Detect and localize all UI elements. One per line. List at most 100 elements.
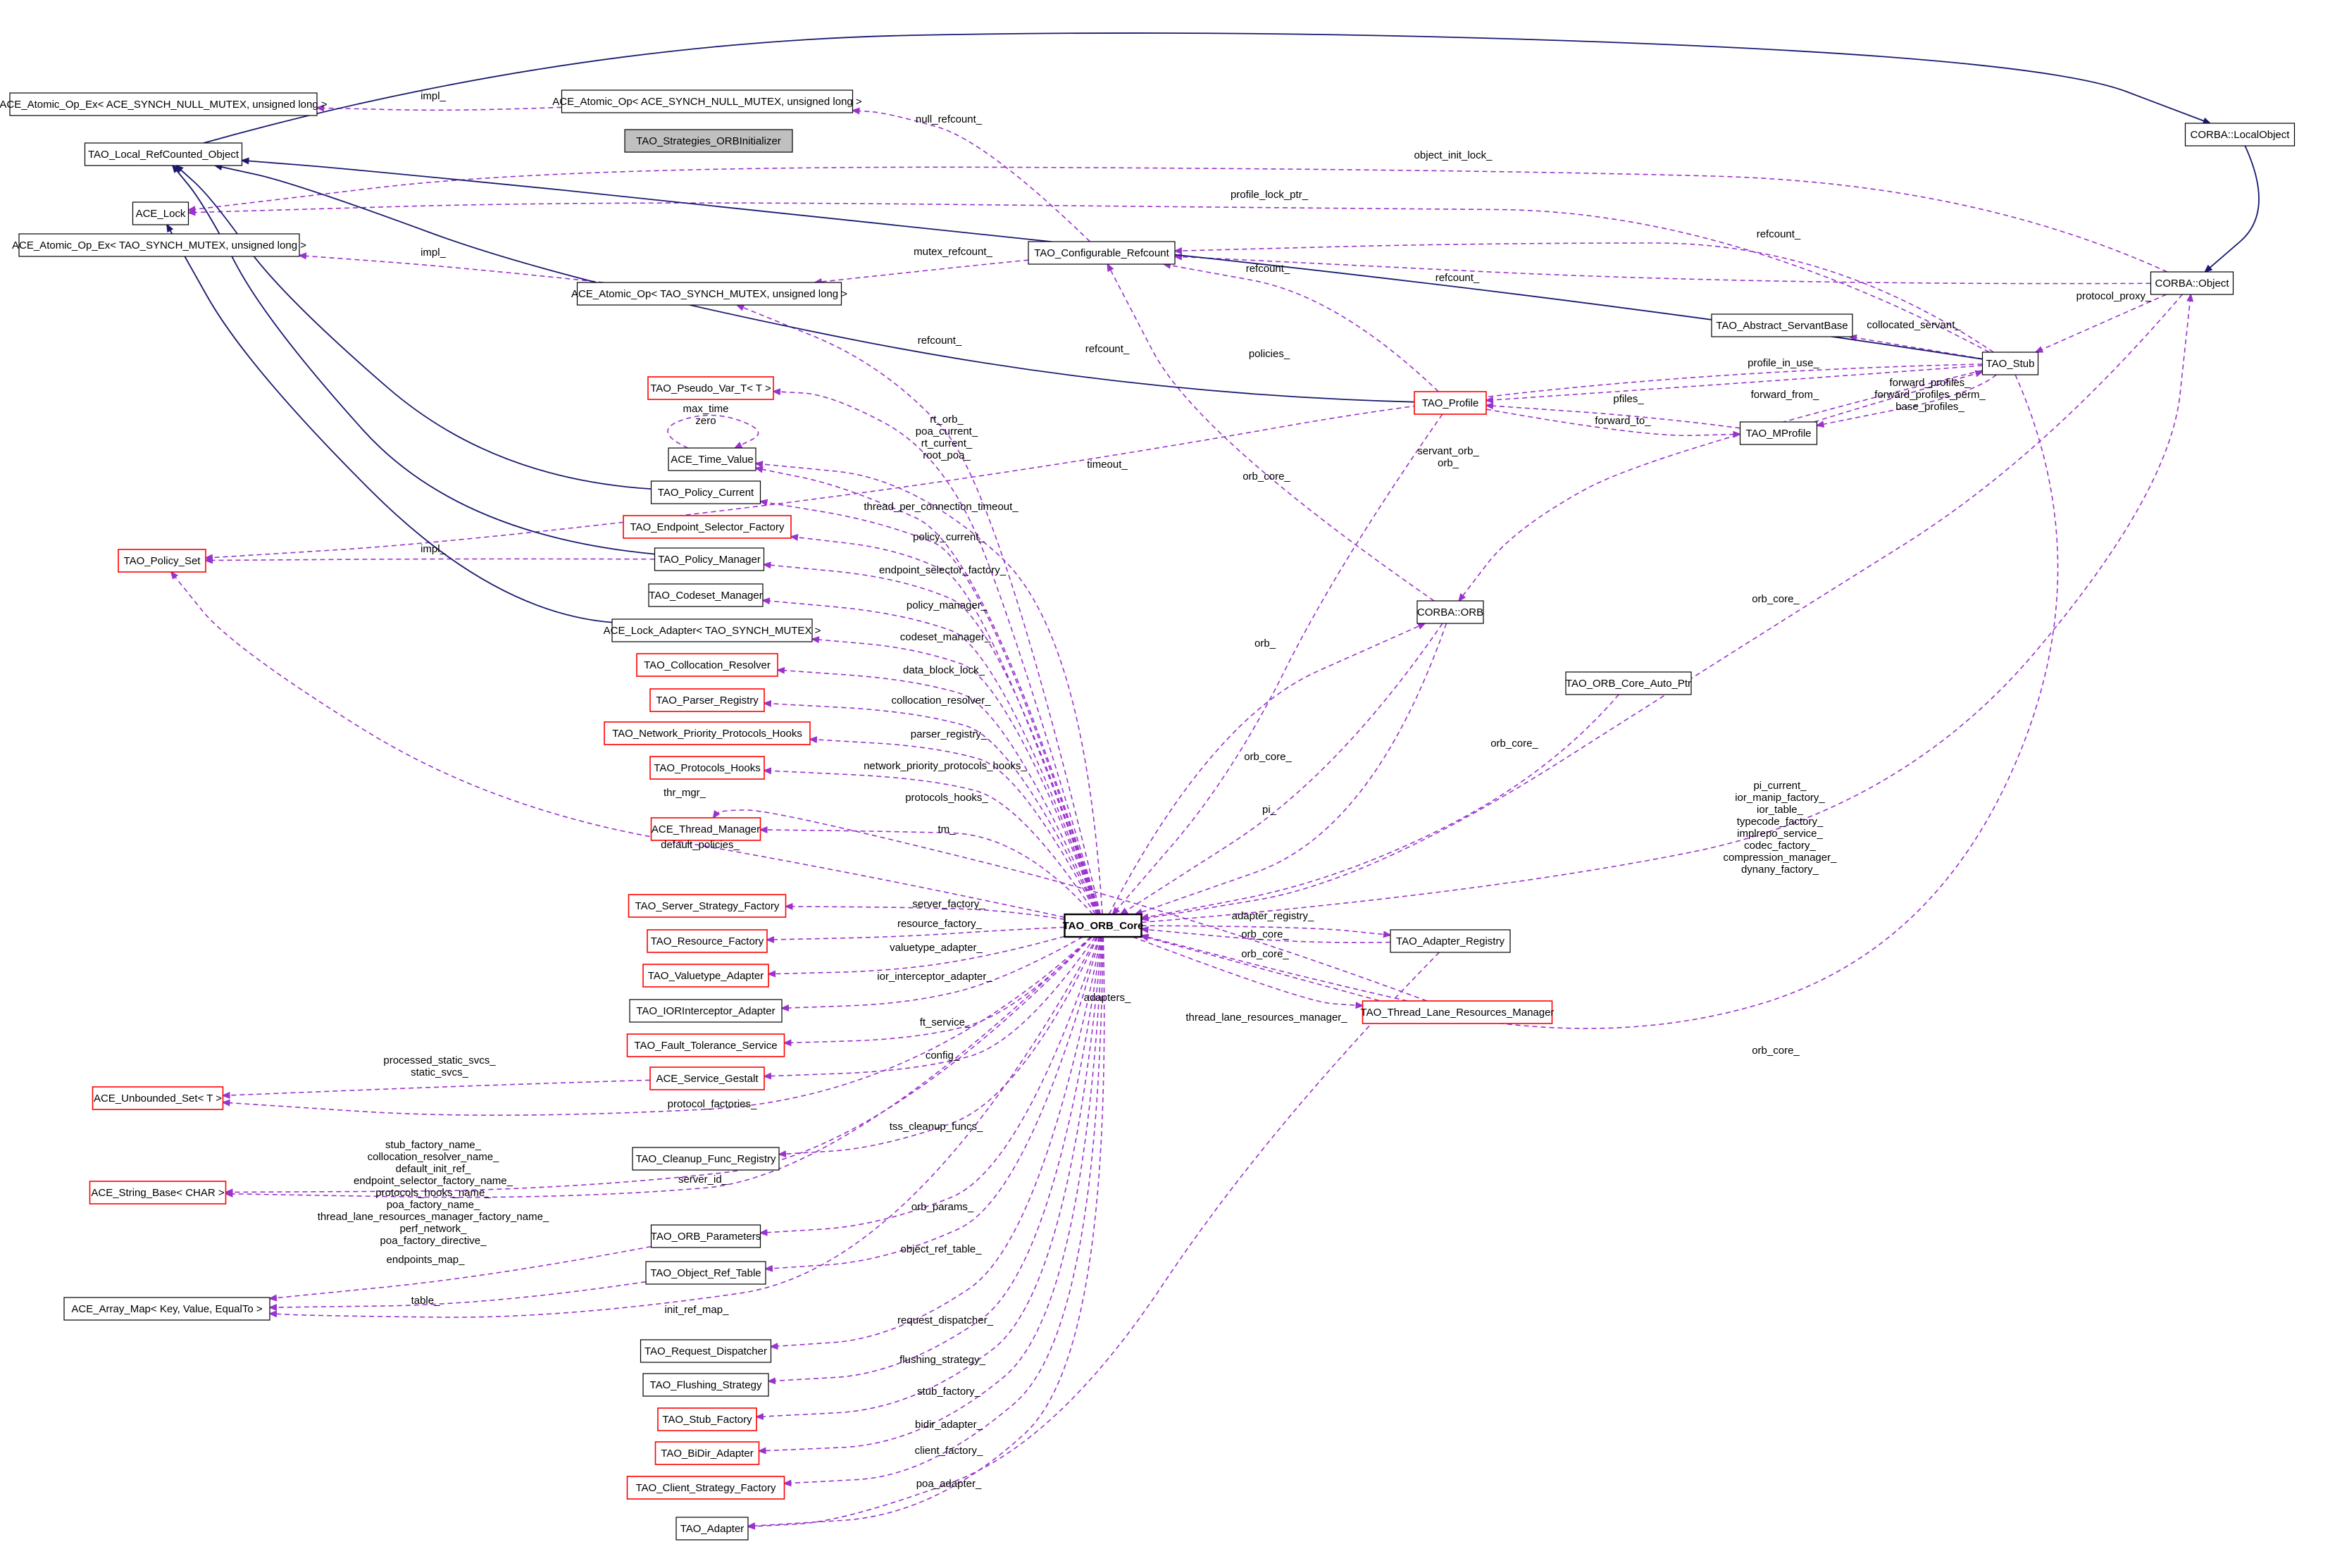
class-node-strategies_init[interactable]: TAO_Strategies_ORBInitializer <box>624 129 793 153</box>
class-node-tlrm[interactable]: TAO_Thread_Lane_Resources_Manager <box>1361 1000 1555 1024</box>
class-node-local_refcounted[interactable]: TAO_Local_RefCounted_Object <box>84 142 243 166</box>
class-node-box <box>1362 1000 1553 1024</box>
class-node-flush_strategy[interactable]: TAO_Flushing_Strategy <box>642 1373 769 1397</box>
class-node-box <box>675 1517 749 1541</box>
class-node-box <box>576 282 842 306</box>
edge-table_ <box>268 1281 647 1311</box>
edge-lock_adapter-to-ace_lock <box>166 223 613 623</box>
class-node-valuetype_adapter[interactable]: TAO_Valuetype_Adapter <box>642 964 769 988</box>
class-node-box <box>632 1147 780 1171</box>
edge-profile_lock_ptr_ <box>187 202 1990 353</box>
class-node-label: ACE_Array_Map< Key, Value, EqualTo > <box>71 1303 263 1315</box>
edge-label-adapters_: adapters_ <box>1084 992 1131 1004</box>
edge-tss_cleanup_funcs_ <box>778 936 1099 1158</box>
class-node-policy_manager[interactable]: TAO_Policy_Manager <box>654 547 765 571</box>
class-node-obj_ref_table[interactable]: TAO_Object_Ref_Table <box>645 1261 766 1285</box>
edge-label-orb_params_: orb_params_ <box>911 1201 974 1213</box>
class-node-aop_ex_tao[interactable]: ACE_Atomic_Op_Ex< TAO_SYNCH_MUTEX, unsig… <box>12 233 306 257</box>
class-node-adapter_registry[interactable]: TAO_Adapter_Registry <box>1390 929 1511 953</box>
class-node-box <box>1565 671 1692 695</box>
class-node-resource_factory[interactable]: TAO_Resource_Factory <box>647 929 768 953</box>
class-node-array_map[interactable]: ACE_Array_Map< Key, Value, EqualTo > <box>63 1297 270 1321</box>
edge-label-stub_factory_name_: stub_factory_name_collocation_resolver_n… <box>318 1139 549 1247</box>
edge-server_factory_ <box>784 902 1065 920</box>
class-node-req_dispatcher[interactable]: TAO_Request_Dispatcher <box>640 1339 772 1363</box>
edge-label-data_block_lock_: data_block_lock_ <box>903 664 985 676</box>
class-node-cleanup_registry[interactable]: TAO_Cleanup_Func_Registry <box>632 1147 780 1171</box>
edge-label-endpoints_map_: endpoints_map_ <box>387 1254 466 1266</box>
class-node-bidir_adapter[interactable]: TAO_BiDir_Adapter <box>654 1441 760 1465</box>
edge-pi_ <box>1133 623 1447 916</box>
class-node-label: TAO_Adapter <box>680 1523 745 1535</box>
class-node-adapter[interactable]: TAO_Adapter <box>675 1517 749 1541</box>
class-node-aop_null[interactable]: ACE_Atomic_Op< ACE_SYNCH_NULL_MUTEX, uns… <box>552 89 862 113</box>
class-node-box <box>1064 913 1142 938</box>
edge-label-orb_core_: orb_core_ <box>1490 738 1538 749</box>
class-node-client_factory[interactable]: TAO_Client_Strategy_Factory <box>626 1476 785 1500</box>
class-node-box <box>63 1297 270 1321</box>
class-node-ior_adapter[interactable]: TAO_IORInterceptor_Adapter <box>629 999 783 1023</box>
edge-label-server_id_: server_id_ <box>678 1174 728 1186</box>
class-node-servantbase[interactable]: TAO_Abstract_ServantBase <box>1711 313 1853 337</box>
class-node-profile[interactable]: TAO_Profile <box>1414 391 1487 415</box>
class-node-box <box>648 583 764 607</box>
class-node-label: TAO_Server_Strategy_Factory <box>635 900 780 912</box>
class-node-orb_params[interactable]: TAO_ORB_Parameters <box>651 1224 761 1248</box>
class-node-endpoint_sel[interactable]: TAO_Endpoint_Selector_Factory <box>623 515 792 539</box>
class-node-label: TAO_Profile <box>1422 397 1479 409</box>
edge-pi_current_ <box>1141 293 2194 923</box>
edge-label-policy_manager_: policy_manager_ <box>907 599 988 611</box>
class-node-stub[interactable]: TAO_Stub <box>1981 351 2039 375</box>
class-node-corba_object[interactable]: CORBA::Object <box>2150 271 2234 295</box>
class-node-policy_current[interactable]: TAO_Policy_Current <box>650 480 761 504</box>
edge-config_ <box>763 936 1096 1080</box>
class-node-conf_refcount[interactable]: TAO_Configurable_Refcount <box>1028 241 1176 265</box>
class-node-orb[interactable]: CORBA::ORB <box>1416 600 1484 624</box>
class-node-label: TAO_ORB_Core <box>1063 920 1144 932</box>
class-node-label: TAO_Fault_Tolerance_Service <box>634 1040 777 1052</box>
class-node-box <box>611 618 813 642</box>
edge-label-adapter_registry_: adapter_registry_ <box>1232 910 1314 922</box>
class-node-label: TAO_Adapter_Registry <box>1396 935 1505 947</box>
edge-refcount_ <box>1107 263 1435 602</box>
class-node-thread_mgr[interactable]: ACE_Thread_Manager <box>650 817 761 841</box>
class-node-box <box>623 515 792 539</box>
class-node-colloc_resolver[interactable]: TAO_Collocation_Resolver <box>636 653 778 677</box>
class-node-ace_lock[interactable]: ACE_Lock <box>132 201 189 225</box>
class-node-box <box>654 547 765 571</box>
class-node-gestalt[interactable]: ACE_Service_Gestalt <box>649 1066 765 1090</box>
class-node-codeset_manager[interactable]: TAO_Codeset_Manager <box>648 583 764 607</box>
edge-refcount_ <box>1173 253 2151 285</box>
class-node-orb_core[interactable]: TAO_ORB_Core <box>1063 913 1144 938</box>
class-node-aop_tao[interactable]: ACE_Atomic_Op< TAO_SYNCH_MUTEX, unsigned… <box>571 282 847 306</box>
class-node-proto_hooks[interactable]: TAO_Protocols_Hooks <box>649 756 765 780</box>
edge-policy_manager_ <box>762 561 1100 915</box>
edge-label-default_policies_: default_policies_ <box>661 839 740 851</box>
class-node-mprofile[interactable]: TAO_MProfile <box>1739 421 1818 445</box>
class-node-localobject[interactable]: CORBA::LocalObject <box>2184 123 2296 147</box>
class-node-box <box>649 1066 765 1090</box>
class-node-aop_ex_null[interactable]: ACE_Atomic_Op_Ex< ACE_SYNCH_NULL_MUTEX, … <box>0 92 328 116</box>
class-node-parser_registry[interactable]: TAO_Parser_Registry <box>649 688 765 712</box>
class-node-policy_set[interactable]: TAO_Policy_Set <box>118 549 206 573</box>
class-node-label: ACE_Lock_Adapter< TAO_SYNCH_MUTEX > <box>604 625 821 637</box>
edge-flushing_strategy_ <box>767 936 1102 1385</box>
class-node-string_base[interactable]: ACE_String_Base< CHAR > <box>89 1181 227 1205</box>
class-node-label: TAO_Strategies_ORBInitializer <box>636 135 781 147</box>
class-node-net_hooks[interactable]: TAO_Network_Priority_Protocols_Hooks <box>604 721 811 745</box>
class-node-server_factory[interactable]: TAO_Server_Strategy_Factory <box>628 894 787 918</box>
class-node-box <box>626 1033 785 1057</box>
edge-orb_core_ <box>1140 933 1408 1002</box>
edge-label-orb_core_: orb_core_ <box>1244 751 1292 763</box>
class-node-label: TAO_Stub <box>1986 358 2035 370</box>
class-node-time_value[interactable]: ACE_Time_Value <box>668 447 756 471</box>
class-node-lock_adapter[interactable]: ACE_Lock_Adapter< TAO_SYNCH_MUTEX > <box>604 618 821 642</box>
class-node-unbounded_set[interactable]: ACE_Unbounded_Set< T > <box>92 1086 224 1110</box>
class-node-auto_ptr[interactable]: TAO_ORB_Core_Auto_Ptr <box>1565 671 1692 695</box>
class-node-ft_service[interactable]: TAO_Fault_Tolerance_Service <box>626 1033 785 1057</box>
edge-processed_static_svcs_ <box>221 1079 651 1099</box>
class-node-stub_factory[interactable]: TAO_Stub_Factory <box>657 1407 757 1431</box>
class-node-label: TAO_Request_Dispatcher <box>644 1345 767 1357</box>
edge-orb_core_ <box>1119 623 1443 916</box>
class-node-pseudo_var[interactable]: TAO_Pseudo_Var_T< T > <box>647 376 774 400</box>
